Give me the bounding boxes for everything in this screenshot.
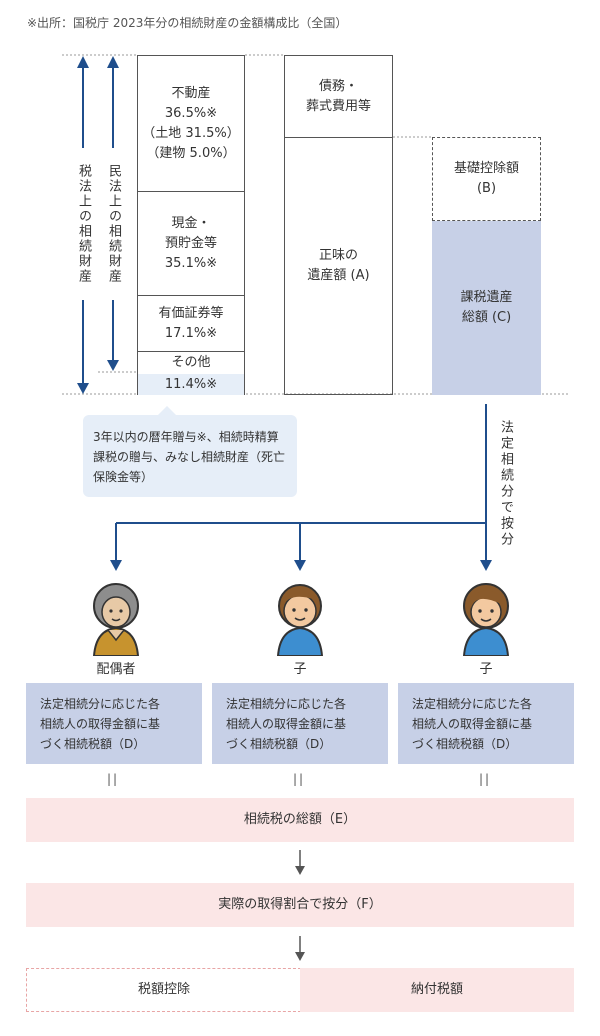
allocation-box: 実際の取得割合で按分（F） [26,883,574,927]
net-estate-box: 正味の 遺産額 (A) [284,137,393,395]
other-assets-label: その他 [171,354,211,370]
equals-mark: || [479,772,492,786]
tax-payable-box: 納付税額 [300,968,574,1012]
gift-callout: 3年以内の暦年贈与※、相続時精算課税の贈与、みなし相続財産（死亡保険金等） [83,406,297,497]
cash-deposits-box: 現金・ 預貯金等 35.1%※ [137,191,245,296]
other-assets-box: その他 11.4%※ [137,351,245,395]
statutory-split-label: 法定相続分で按分 [496,420,515,548]
spouse-icon [92,583,140,656]
basic-deduction-box: 基礎控除額 (B) [432,137,541,221]
tax-law-assets-label: 税法上の相続財産 [74,160,93,288]
other-assets-value: 11.4%※ [138,373,244,395]
heir-label-spouse: 配偶者 [96,662,136,677]
heir-tax-box-child-1: 法定相続分に応じた各 相続人の取得金額に基 づく相続税額（D） [212,683,388,764]
child-icon [276,584,324,656]
heir-tax-box-child-2: 法定相続分に応じた各 相続人の取得金額に基 づく相続税額（D） [398,683,574,764]
civil-law-assets-label: 民法上の相続財産 [104,160,123,288]
equals-mark: || [293,772,306,786]
securities-box: 有価証券等 17.1%※ [137,295,245,352]
heir-label-child-1: 子 [293,662,307,677]
source-note: ※出所：国税庁 2023年分の相続財産の金額構成比（全国） [27,16,348,30]
child-icon [462,583,510,656]
heir-label-child-2: 子 [479,662,493,677]
taxable-estate-box: 課税遺産 総額 (C) [432,221,541,395]
heir-tax-box-spouse: 法定相続分に応じた各 相続人の取得金額に基 づく相続税額（D） [26,683,202,764]
tax-deduction-box: 税額控除 [26,968,301,1012]
equals-mark: || [107,772,120,786]
debts-funeral-box: 債務・ 葬式費用等 [284,55,393,138]
real-estate-box: 不動産 36.5%※ （土地 31.5%） （建物 5.0%） [137,55,245,192]
total-tax-box: 相続税の総額（E） [26,798,574,842]
